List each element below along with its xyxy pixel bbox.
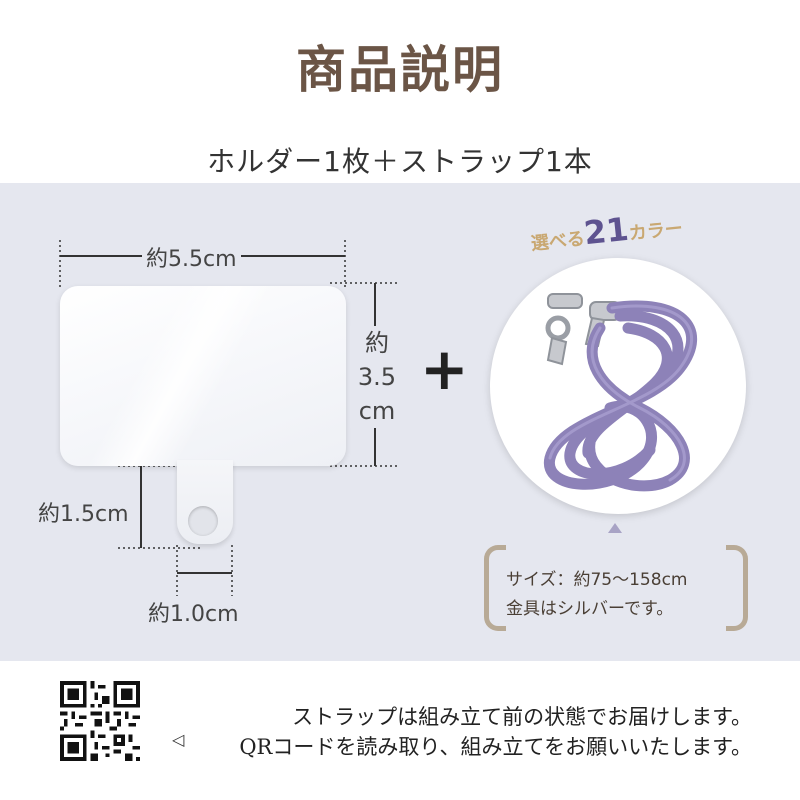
qr-code-icon[interactable] xyxy=(60,681,140,761)
back-triangle-icon: ◁ xyxy=(172,730,185,749)
colors-number: 21 xyxy=(582,209,631,253)
pointer-triangle-icon xyxy=(608,523,622,533)
height-label-unit: cm xyxy=(358,397,396,425)
strap-size-text: サイズ：約75〜158cm xyxy=(506,570,688,590)
strap-metal-text: 金具はシルバーです。 xyxy=(506,599,674,619)
colors-prefix: 選べる xyxy=(529,228,586,255)
height-label: 約 3.5 cm xyxy=(350,326,404,428)
page-subtitle: ホルダー1枚＋ストラップ1本 xyxy=(207,145,593,178)
footer-note-line1: ストラップは組み立て前の状態でお届けします。 xyxy=(292,705,752,729)
strap-info-box: サイズ：約75〜158cm 金具はシルバーです。 xyxy=(484,545,748,631)
width-label: 約5.5cm xyxy=(142,241,241,273)
bracket-right xyxy=(726,545,748,631)
phone-holder-card xyxy=(60,286,346,466)
footer-note-line2: QRコードを読み取り、組み立てをお願いいたします。 xyxy=(239,735,752,759)
tab-width-label: 約1.0cm xyxy=(144,596,243,628)
strap-illustration xyxy=(543,293,697,492)
bracket-left xyxy=(484,545,506,631)
colors-suffix: カラー xyxy=(627,218,684,245)
height-label-prefix: 約 xyxy=(365,329,389,357)
strap-image-circle xyxy=(490,258,746,514)
plus-sign: + xyxy=(420,335,469,403)
tab-length-label: 約1.5cm xyxy=(34,496,133,528)
height-label-value: 3.5 xyxy=(357,363,397,391)
holder-tab-hole xyxy=(188,506,218,536)
page-title: 商品説明 xyxy=(296,41,504,99)
